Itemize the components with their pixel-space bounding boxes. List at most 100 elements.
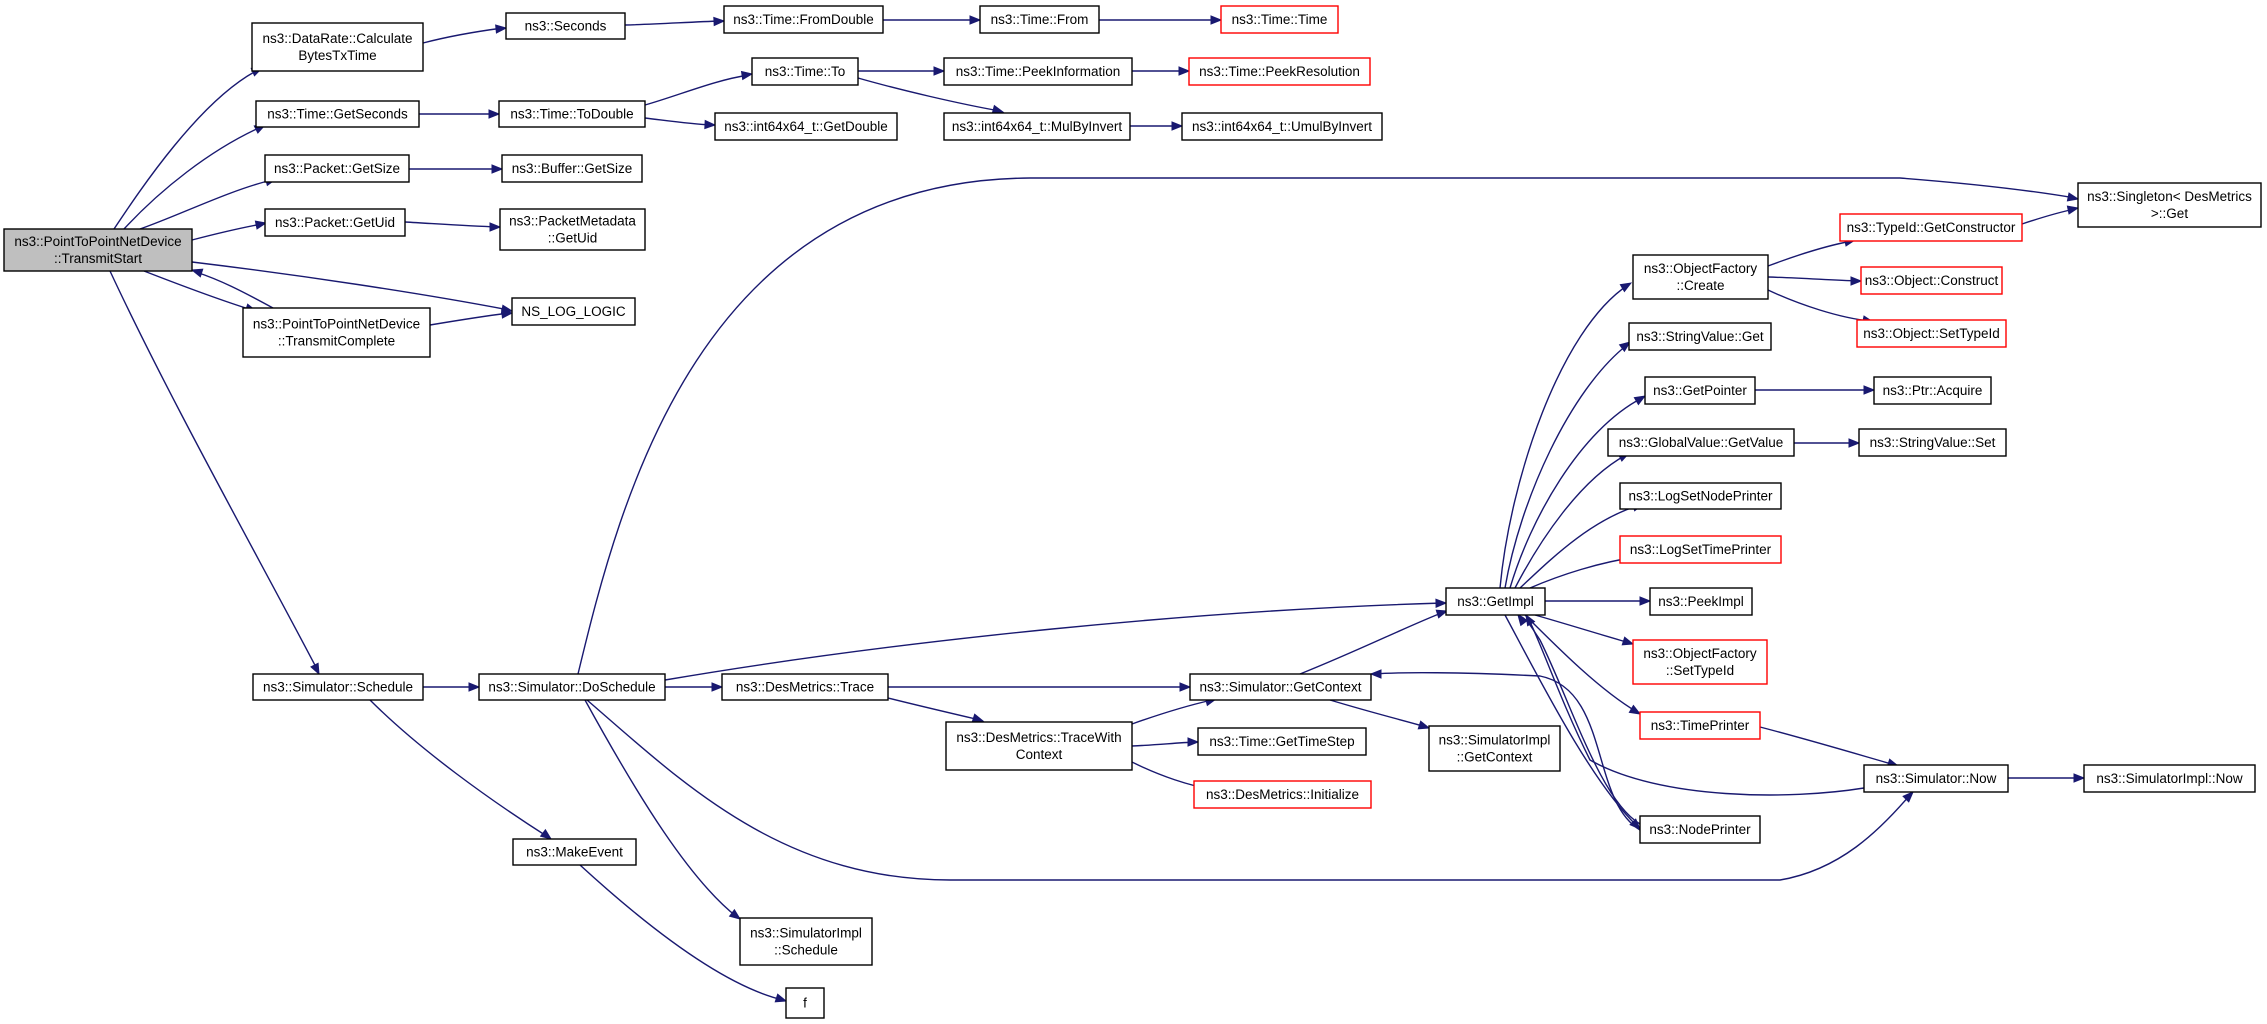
node-box <box>1619 535 1782 564</box>
node-destrace[interactable]: ns3::DesMetrics::Trace <box>721 673 889 701</box>
node-simnow[interactable]: ns3::Simulator::Now <box>1863 764 2009 793</box>
node-singleton[interactable]: ns3::Singleton< DesMetrics >::Get <box>2077 182 2262 228</box>
node-objfactcreate[interactable]: ns3::ObjectFactory::Create <box>1632 254 1769 300</box>
node-label: ns3::int64x64_t::GetDouble <box>724 119 888 134</box>
arrowhead-icon <box>774 993 788 1003</box>
node-simimplsched[interactable]: ns3::SimulatorImpl::Schedule <box>739 917 873 966</box>
node-label: ns3::Seconds <box>525 19 607 34</box>
node-label: ns3::Simulator::GetContext <box>1199 680 1361 695</box>
node-label: ns3::SimulatorImpl <box>1439 733 1551 748</box>
node-box <box>1856 319 2007 348</box>
call-edge-timeto-peekinfo <box>858 66 946 76</box>
node-todouble[interactable]: ns3::Time::ToDouble <box>498 100 646 128</box>
node-simimplnow[interactable]: ns3::SimulatorImpl::Now <box>2083 764 2256 793</box>
edge-line <box>664 602 1444 681</box>
edge-line <box>1767 240 1853 267</box>
node-box <box>1858 428 2007 457</box>
node-box <box>478 673 666 701</box>
node-pktgetsize[interactable]: ns3::Packet::GetSize <box>264 154 410 183</box>
node-objfactsettype[interactable]: ns3::ObjectFactory::SetTypeId <box>1632 639 1768 685</box>
node-strvalset[interactable]: ns3::StringValue::Set <box>1858 428 2007 457</box>
node-mulbyinvert[interactable]: ns3::int64x64_t::MulByInvert <box>943 112 1131 141</box>
node-label: ns3::DataRate::Calculate <box>262 31 412 46</box>
node-box <box>255 100 420 128</box>
node-label: ns3::Packet::GetUid <box>275 215 395 230</box>
call-edge-txcomplete-root <box>190 268 274 309</box>
node-box <box>1197 727 1367 756</box>
node-getdouble[interactable]: ns3::int64x64_t::GetDouble <box>714 112 898 141</box>
arrowhead-icon <box>933 66 946 76</box>
node-label: ns3::Time::From <box>991 12 1089 27</box>
node-pktmeta[interactable]: ns3::PacketMetadata::GetUid <box>499 208 646 251</box>
node-pktgetuid[interactable]: ns3::Packet::GetUid <box>264 208 406 237</box>
arrowhead-icon <box>1633 395 1647 406</box>
node-label: ns3::Time::FromDouble <box>733 12 874 27</box>
node-strvalget[interactable]: ns3::StringValue::Get <box>1628 322 1772 351</box>
arrowhead-icon <box>468 682 481 692</box>
node-nslog[interactable]: NS_LOG_LOGIC <box>511 297 636 326</box>
node-peekinfo[interactable]: ns3::Time::PeekInformation <box>943 57 1133 86</box>
call-edge-getpointer-ptracquire <box>1755 385 1876 395</box>
node-lognodeprinter[interactable]: ns3::LogSetNodePrinter <box>1619 482 1782 510</box>
node-f[interactable]: f <box>785 987 825 1019</box>
node-timeto[interactable]: ns3::Time::To <box>751 57 859 86</box>
node-peekres[interactable]: ns3::Time::PeekResolution <box>1188 57 1371 86</box>
call-edge-pktgetsize-bufgetsize <box>408 164 504 174</box>
node-peekimpl[interactable]: ns3::PeekImpl <box>1649 587 1753 616</box>
node-label: NS_LOG_LOGIC <box>521 304 626 319</box>
node-label: ns3::StringValue::Set <box>1870 435 1996 450</box>
arrowhead-icon <box>704 119 717 130</box>
node-simimplctx[interactable]: ns3::SimulatorImpl::GetContext <box>1428 725 1561 772</box>
node-label: ns3::TimePrinter <box>1651 718 1750 733</box>
node-gettimestep[interactable]: ns3::Time::GetTimeStep <box>1197 727 1367 756</box>
node-label: ns3::TypeId::GetConstructor <box>1847 220 2016 235</box>
node-getimpl[interactable]: ns3::GetImpl <box>1445 587 1546 616</box>
node-box <box>943 112 1131 141</box>
node-globalget[interactable]: ns3::GlobalValue::GetValue <box>1607 428 1795 457</box>
node-getconstructor[interactable]: ns3::TypeId::GetConstructor <box>1839 213 2023 242</box>
node-box <box>1644 376 1756 405</box>
node-doschedule[interactable]: ns3::Simulator::DoSchedule <box>478 673 666 701</box>
edge-line <box>1524 614 1638 713</box>
node-timetime[interactable]: ns3::Time::Time <box>1220 5 1339 34</box>
node-nodeprinter[interactable]: ns3::NodePrinter <box>1639 815 1761 844</box>
edge-line <box>1329 699 1427 728</box>
node-box <box>1220 5 1339 34</box>
node-objsettypeid[interactable]: ns3::Object::SetTypeId <box>1856 319 2007 348</box>
node-bufgetsize[interactable]: ns3::Buffer::GetSize <box>501 154 643 183</box>
node-ptracquire[interactable]: ns3::Ptr::Acquire <box>1873 376 1992 405</box>
call-nodes: ns3::PointToPointNetDevice::TransmitStar… <box>3 5 2262 1019</box>
node-schedule[interactable]: ns3::Simulator::Schedule <box>252 673 424 701</box>
node-box <box>499 208 646 251</box>
arrowhead-icon <box>1621 636 1635 646</box>
node-umulbyinvert[interactable]: ns3::int64x64_t::UmulByInvert <box>1181 112 1383 141</box>
node-objconstruct[interactable]: ns3::Object::Construct <box>1860 266 2003 295</box>
node-box <box>3 228 193 272</box>
node-txcomplete[interactable]: ns3::PointToPointNetDevice::TransmitComp… <box>242 307 431 358</box>
node-getcontext[interactable]: ns3::Simulator::GetContext <box>1189 673 1372 701</box>
node-desinit[interactable]: ns3::DesMetrics::Initialize <box>1193 780 1372 809</box>
node-getseconds[interactable]: ns3::Time::GetSeconds <box>255 100 420 128</box>
edge-line <box>1759 726 1896 766</box>
node-box <box>979 5 1100 34</box>
call-edge-getcontext-simimplctx <box>1329 699 1431 730</box>
edge-line <box>113 69 259 230</box>
node-makeevent[interactable]: ns3::MakeEvent <box>512 838 637 866</box>
node-label: ns3::int64x64_t::UmulByInvert <box>1192 119 1372 134</box>
call-edge-timefrom-timetime <box>1099 15 1223 25</box>
node-getpointer[interactable]: ns3::GetPointer <box>1644 376 1756 405</box>
node-timefrom[interactable]: ns3::Time::From <box>979 5 1100 34</box>
node-fromdouble[interactable]: ns3::Time::FromDouble <box>723 5 884 34</box>
call-edge-getseconds-todouble <box>419 109 501 119</box>
node-label: ::SetTypeId <box>1666 663 1734 678</box>
edge-line <box>1519 504 1641 589</box>
edge-line <box>1514 454 1627 589</box>
edge-line <box>579 864 784 1001</box>
node-seconds[interactable]: ns3::Seconds <box>505 12 626 40</box>
edge-line <box>143 270 253 311</box>
node-logtimeprinter[interactable]: ns3::LogSetTimePrinter <box>1619 535 1782 564</box>
node-timeprinter[interactable]: ns3::TimePrinter <box>1639 711 1761 740</box>
arrowhead-icon <box>969 15 982 25</box>
